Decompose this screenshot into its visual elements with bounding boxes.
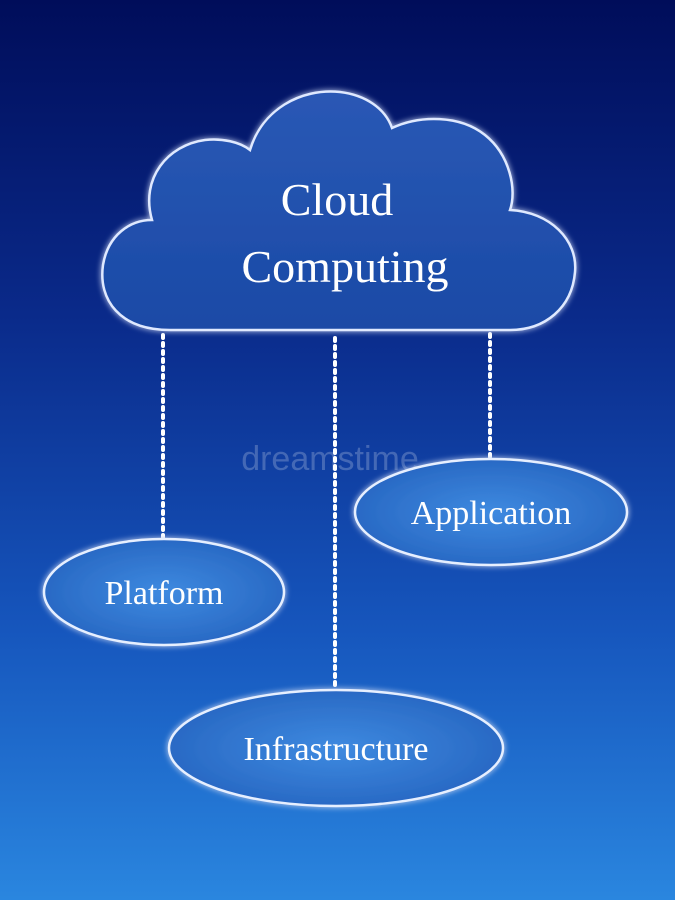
- node-application: Application: [353, 457, 629, 567]
- cloud-title-line1: Cloud: [281, 174, 393, 225]
- cloud-title-line2: Computing: [241, 241, 448, 292]
- node-platform: Platform: [42, 537, 286, 647]
- watermark-text: dreamstime: [241, 440, 419, 478]
- cloud-shape: Cloud Computing: [101, 90, 577, 332]
- node-infrastructure: Infrastructure: [167, 688, 505, 808]
- node-infrastructure-label: Infrastructure: [243, 731, 428, 768]
- node-application-label: Application: [411, 495, 572, 532]
- node-platform-label: Platform: [105, 575, 224, 612]
